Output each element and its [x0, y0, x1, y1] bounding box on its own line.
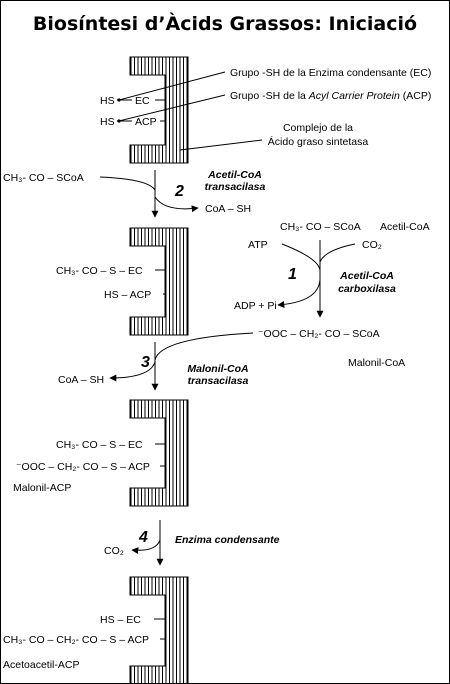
acp-label: ACP [135, 116, 157, 128]
synthase-complex-shape [129, 56, 189, 164]
step3-enzyme-line1: Malonil-CoA [187, 363, 248, 375]
step1-co2: CO₂ [362, 239, 382, 251]
callout-acp: Grupo -SH de la Acyl Carrier Protein (AC… [230, 90, 431, 102]
step3-coash-product: CoA – SH [58, 374, 104, 386]
complex2-acp-row: HS – ACP [104, 289, 151, 301]
step1-enzyme-line2: carboxilasa [338, 283, 396, 295]
ec-label: EC [135, 95, 150, 107]
complex4-ec-row: HS – EC [100, 614, 141, 626]
step4-number: 4 [138, 529, 148, 546]
synthase-complex-3 [129, 399, 189, 507]
page-title: Biosíntesi d’Àcids Grassos: Iniciació [33, 12, 417, 35]
step1-adp-pi: ADP + Pi [234, 300, 277, 312]
callout-complex-line2: Ácido graso sintetasa [268, 135, 369, 148]
malonyl-acp-name: Malonil-ACP [13, 482, 71, 494]
complex4-acp-row: CH₃- CO – CH₂- CO – S – ACP [3, 634, 149, 646]
ec-sh-group: HS [100, 95, 115, 107]
synthase-complex-4 [129, 576, 189, 684]
step2-enzyme-line2: transacilasa [205, 181, 266, 193]
step1-acetyl-coa: CH₃- CO – SCoA [280, 221, 361, 233]
step1-malonyl-coa: ⁻OOC – CH₂- CO – SCoA [258, 328, 380, 340]
synthase-complex-1 [129, 56, 189, 164]
complex2-ec-row: CH₃- CO – S – EC [56, 265, 143, 277]
complex3-acp-row: ⁻OOC – CH₂- CO – S – ACP [16, 461, 150, 473]
step1-malonyl-coa-name: Malonil-CoA [348, 357, 405, 369]
acp-sh-group: HS [100, 116, 115, 128]
step2-number: 2 [174, 183, 184, 200]
step1-enzyme-line1: Acetil-CoA [339, 270, 394, 282]
step3-number: 3 [141, 354, 150, 371]
step1-atp: ATP [248, 239, 268, 251]
step4-co2-product: CO₂ [104, 545, 124, 557]
step2-coash-product: CoA – SH [205, 203, 251, 215]
synthase-complex-2 [129, 227, 189, 336]
callout-complex-line1: Complejo de la [283, 122, 353, 134]
acetoacetyl-acp-name: Acetoacetil-ACP [3, 659, 79, 671]
step1-number: 1 [288, 266, 297, 283]
step4-enzyme: Enzima condensante [175, 534, 280, 546]
callout-ec: Grupo -SH de la Enzima condensante (EC) [230, 67, 431, 79]
step1-acetyl-coa-name: Acetil-CoA [380, 221, 430, 233]
complex3-ec-row: CH₃- CO – S – EC [56, 439, 143, 451]
step2-enzyme-line1: Acetil-CoA [207, 169, 262, 181]
step3-enzyme-line2: transacilasa [188, 375, 249, 387]
acetyl-coa-substrate: CH₃- CO – SCoA [3, 172, 84, 184]
